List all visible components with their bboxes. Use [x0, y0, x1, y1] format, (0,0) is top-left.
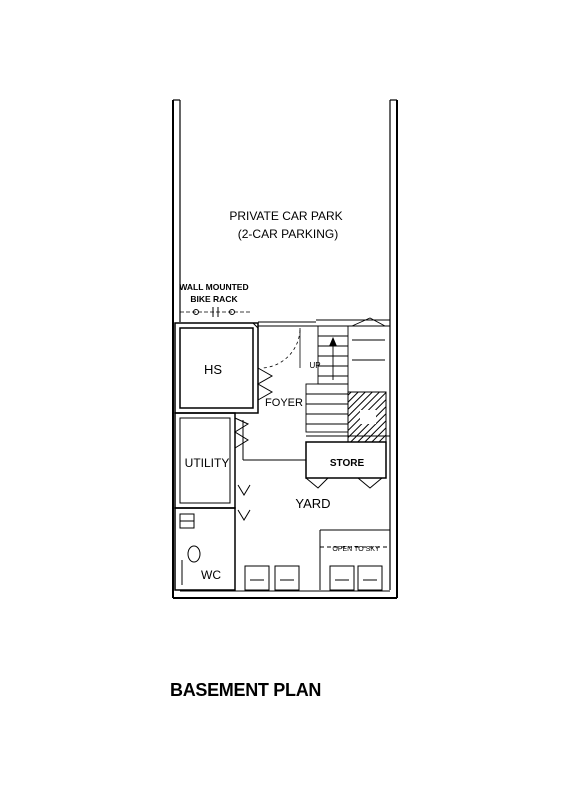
yard-label: YARD — [295, 496, 330, 511]
hatched-shaft — [347, 391, 387, 443]
car-park-sublabel: (2-CAR PARKING) — [238, 227, 338, 241]
bike-rack-symbol — [180, 307, 250, 317]
stair-up-label: UP — [309, 361, 320, 370]
open-to-sky-area — [244, 529, 390, 591]
utility-label: UTILITY — [185, 456, 230, 470]
bike-rack-sublabel: BIKE RACK — [190, 294, 238, 304]
wc-room — [174, 507, 236, 591]
outer-walls — [172, 99, 398, 599]
car-park-label: PRIVATE CAR PARK — [229, 209, 342, 223]
wc-label: WC — [201, 568, 221, 582]
open-to-sky-label: OPEN TO SKY — [332, 546, 380, 553]
hs-label: HS — [204, 362, 222, 377]
plan-title: BASEMENT PLAN — [170, 680, 322, 700]
yard-walls — [237, 459, 306, 521]
staircase — [305, 317, 386, 433]
foyer-label: FOYER — [265, 397, 303, 409]
bike-rack-label: WALL MOUNTED — [179, 282, 248, 292]
store-label: STORE — [330, 458, 365, 469]
